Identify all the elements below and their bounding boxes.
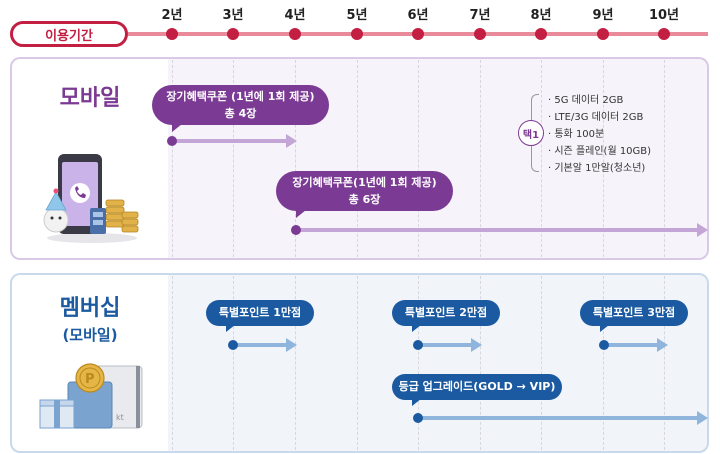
start-dot — [413, 340, 423, 350]
year-gridline — [603, 276, 604, 450]
start-dot — [413, 413, 423, 423]
arrowhead — [471, 338, 482, 352]
choice-item-label: LTE/3G 데이터 2GB — [554, 112, 644, 123]
year-dot — [289, 28, 301, 40]
year-gridline — [664, 60, 665, 257]
year-gridline — [233, 60, 234, 257]
year-gridline — [603, 60, 604, 257]
mobile-title: 모바일 — [59, 86, 121, 111]
year-gridline — [357, 60, 358, 257]
year-dot — [166, 28, 178, 40]
year-dot — [535, 28, 547, 40]
year-gridline — [357, 276, 358, 450]
upgrade-bubble-tail — [412, 399, 421, 406]
year-gridline — [295, 60, 296, 257]
start-dot — [291, 225, 301, 235]
start-dot — [167, 136, 177, 146]
svg-text:kt: kt — [116, 413, 124, 422]
year-label: 6년 — [407, 8, 429, 23]
year-label: 8년 — [530, 8, 552, 23]
coupon1-bubble-tail — [172, 124, 182, 132]
year-gridline — [541, 60, 542, 257]
year-dot — [597, 28, 609, 40]
choice-item: · 통화 100분 — [548, 129, 605, 140]
special-point-20k-bubble: 특별포인트 2만점 — [392, 300, 500, 326]
duration-track — [233, 343, 288, 347]
period-label: 이용기간 — [10, 21, 128, 47]
mobile-phone-illustration-icon — [43, 154, 139, 243]
special-point-10k-bubble: 특별포인트 1만점 — [206, 300, 314, 326]
choice-item: · 기본알 1만알(청소년) — [548, 163, 646, 174]
point3-bubble-tail — [600, 325, 609, 332]
membership-title-main: 멤버십 — [59, 296, 121, 321]
arrowhead — [697, 223, 708, 237]
membership-title-sub: (모바일) — [62, 326, 118, 344]
year-dot — [351, 28, 363, 40]
arrowhead — [657, 338, 668, 352]
year-gridline — [480, 60, 481, 257]
arrowhead — [286, 134, 297, 148]
year-gridline — [418, 60, 419, 257]
duration-track — [418, 416, 699, 420]
coupon2-count: 총 6장 — [348, 193, 381, 206]
year-gridline — [295, 276, 296, 450]
year-dot — [474, 28, 486, 40]
arrowhead — [697, 411, 708, 425]
duration-track — [418, 343, 473, 347]
year-dot — [658, 28, 670, 40]
choice-item: · 5G 데이터 2GB — [548, 95, 624, 106]
svg-text:P: P — [85, 372, 95, 387]
choice-item-label: 시즌 플레인(월 10GB) — [554, 146, 652, 157]
year-gridline — [418, 276, 419, 450]
choice-item-label: 기본알 1만알(청소년) — [554, 163, 646, 174]
arrowhead — [286, 338, 297, 352]
choice-item-label: 통화 100분 — [554, 129, 605, 140]
year-label: 7년 — [469, 8, 491, 23]
year-gridline — [233, 276, 234, 450]
start-dot — [599, 340, 609, 350]
choose-one-badge: 택1 — [518, 120, 544, 146]
year-label: 9년 — [592, 8, 614, 23]
year-label: 2년 — [161, 8, 183, 23]
grade-upgrade-bubble: 등급 업그레이드(GOLD → VIP) — [392, 374, 562, 400]
coupon1-count: 총 4장 — [224, 107, 257, 120]
year-dot — [227, 28, 239, 40]
year-gridline — [480, 276, 481, 450]
duration-track — [296, 228, 699, 232]
membership-card-illustration-icon: kt P — [39, 363, 143, 429]
duration-track — [172, 139, 288, 143]
coupon2-title: 장기혜택쿠폰(1년에 1회 제공) — [292, 176, 437, 189]
year-dot — [412, 28, 424, 40]
long-term-coupon-6-bubble: 장기혜택쿠폰(1년에 1회 제공) 총 6장 — [276, 171, 453, 211]
special-point-30k-bubble: 특별포인트 3만점 — [580, 300, 688, 326]
long-term-coupon-4-bubble: 장기혜택쿠폰 (1년에 1회 제공) 총 4장 — [152, 85, 329, 125]
duration-track — [604, 343, 659, 347]
year-gridline — [541, 276, 542, 450]
coupon2-bubble-tail — [296, 210, 306, 218]
year-label: 3년 — [222, 8, 244, 23]
year-label: 4년 — [284, 8, 306, 23]
choice-list: · 5G 데이터 2GB · LTE/3G 데이터 2GB · 통화 100분 … — [548, 92, 651, 177]
start-dot — [228, 340, 238, 350]
year-label: 10년 — [648, 8, 680, 23]
choice-item: · LTE/3G 데이터 2GB — [548, 112, 644, 123]
point2-bubble-tail — [412, 325, 421, 332]
choice-item: · 시즌 플레인(월 10GB) — [548, 146, 652, 157]
membership-title: 멤버십 (모바일) — [30, 296, 150, 348]
year-gridline — [172, 276, 173, 450]
coupon1-title: 장기혜택쿠폰 (1년에 1회 제공) — [166, 90, 315, 103]
point1-bubble-tail — [226, 325, 235, 332]
year-gridline — [172, 60, 173, 257]
choice-item-label: 5G 데이터 2GB — [554, 95, 624, 106]
year-label: 5년 — [346, 8, 368, 23]
year-gridline — [664, 276, 665, 450]
